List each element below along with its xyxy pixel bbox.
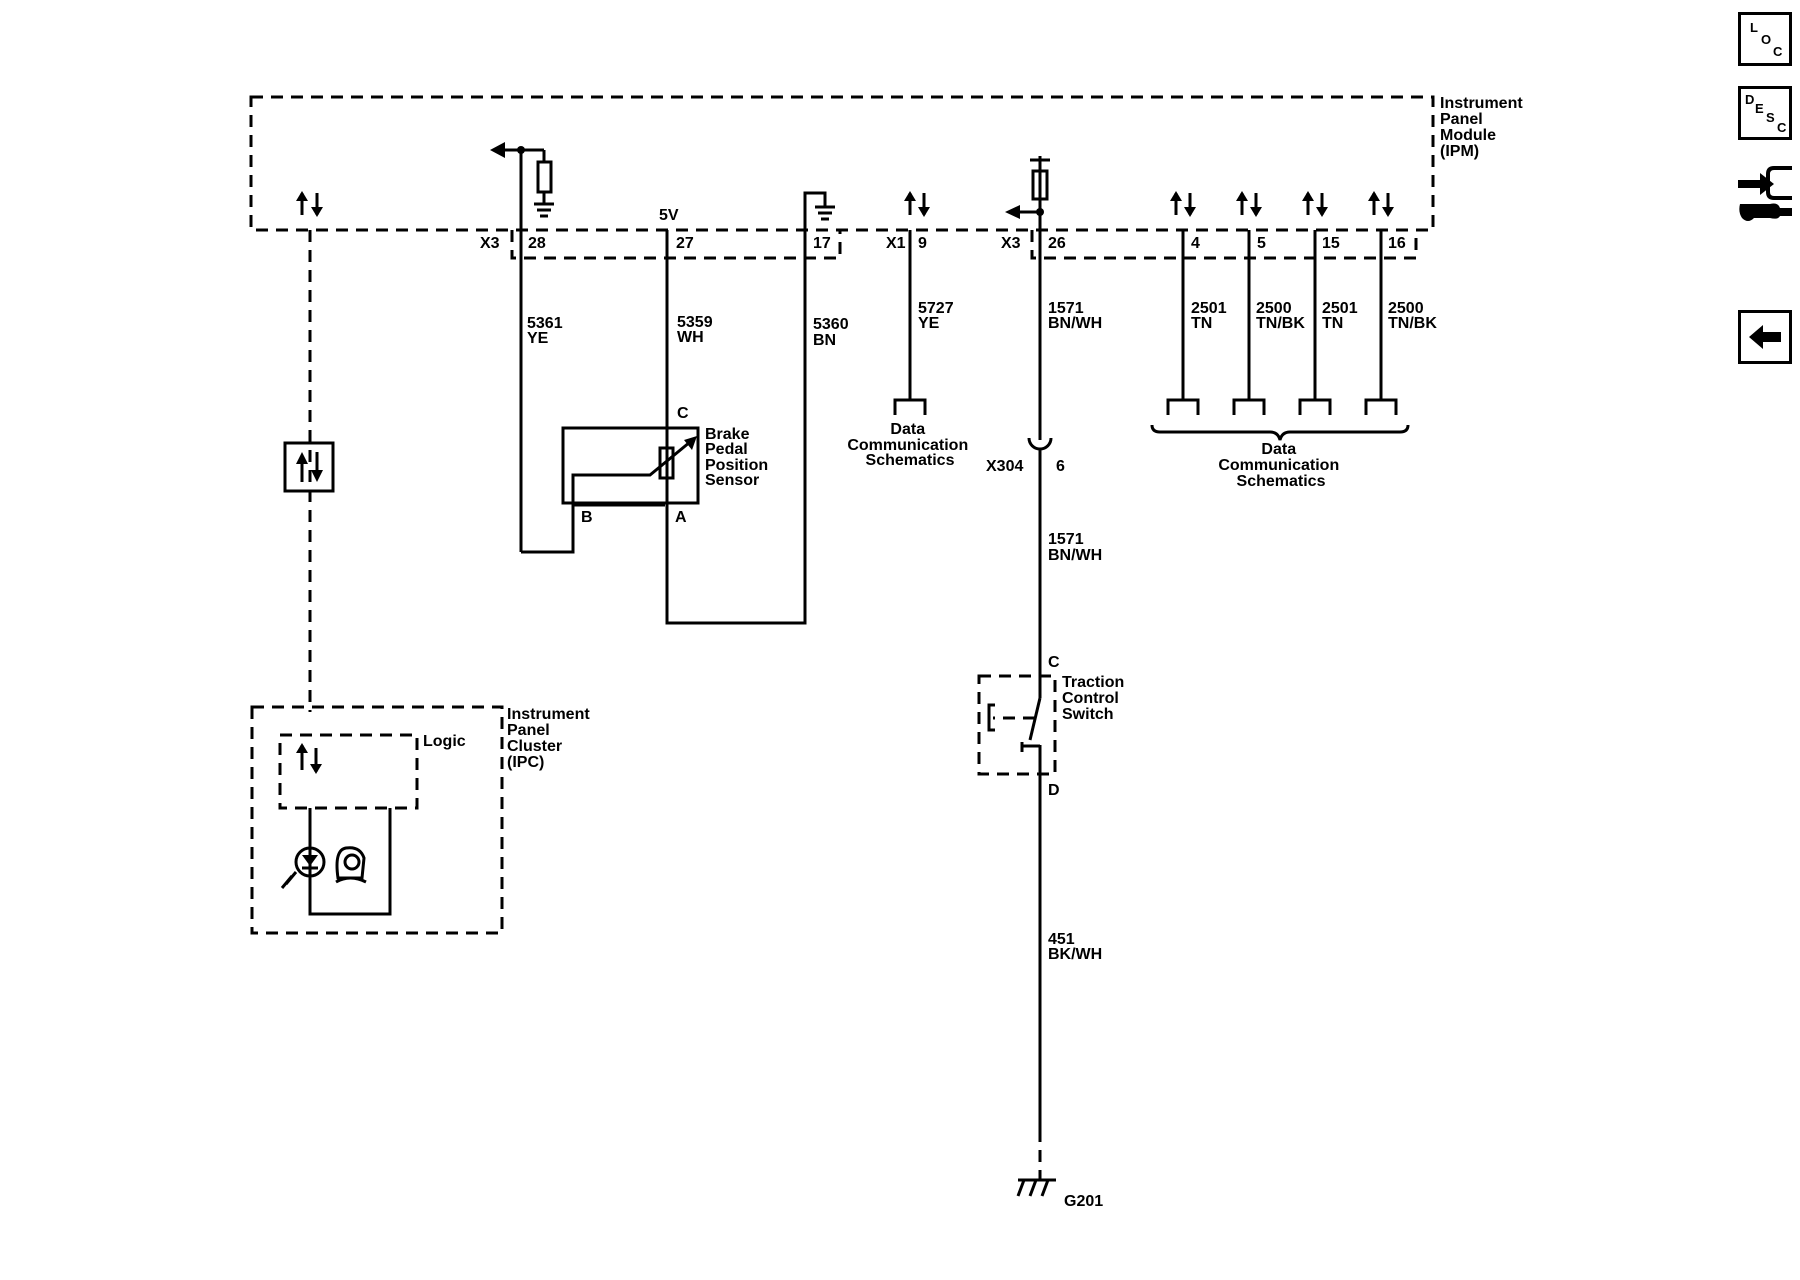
data-comm-2-label: Data Communication Schematics: [1218, 441, 1343, 490]
pin-28-label: 28: [528, 235, 546, 252]
connector-x3b-dashed: [1030, 230, 1418, 260]
pin-26-label: 26: [1048, 235, 1066, 252]
sensor-label: Brake Pedal Position Sensor: [705, 426, 773, 489]
ipm-label: Instrument Panel Module (IPM): [1440, 95, 1527, 160]
traction-pin-c: C: [1048, 654, 1060, 671]
traction-indicator-lamp-icon: [280, 846, 367, 889]
pin-15-label: 15: [1322, 235, 1340, 252]
desc-button[interactable]: D E S C: [1738, 86, 1792, 140]
connector-x3-label: X3: [480, 235, 500, 252]
connector-x3-dashed: [510, 230, 842, 260]
ground-g201-label: G201: [1064, 1193, 1103, 1210]
pin26-resistor: [1031, 169, 1049, 201]
connector-x1-label: X1: [886, 235, 906, 252]
data-bus-pins: [1150, 191, 1410, 441]
sensor-pin-b: B: [581, 509, 593, 526]
loc-letter-c: C: [1773, 44, 1783, 59]
inline-data-symbol-icon: [283, 441, 335, 493]
pin5-circuit: [1232, 191, 1266, 415]
supply-5v-label: 5V: [659, 207, 679, 224]
pin-5-label: 5: [1257, 235, 1266, 252]
loc-letter-l: L: [1750, 20, 1758, 35]
desc-letter-d: D: [1745, 92, 1755, 107]
connector-tools-icon[interactable]: [1734, 158, 1796, 224]
connector-x3b-label: X3: [1001, 235, 1021, 252]
pin-6-label: 6: [1056, 458, 1065, 475]
traction-pin-d: D: [1048, 782, 1060, 799]
pullup-resistor: [536, 160, 553, 194]
ipc-logic-arrows-icon: [296, 743, 322, 774]
traction-switch-label: Traction Control Switch: [1062, 674, 1129, 723]
connector-x304-label: X304: [986, 458, 1023, 475]
pin-9-label: 9: [918, 235, 927, 252]
data-comm-1-label: Data Communication Schematics: [847, 421, 972, 469]
pin17-ground-icon: [815, 205, 835, 221]
loc-letter-o: O: [1761, 32, 1772, 47]
ipm-data-arrows-icon: [296, 191, 323, 217]
ipc-box: [250, 705, 504, 935]
pin26-circuit: [1005, 156, 1053, 1180]
ipc-logic-label: Logic: [423, 733, 466, 750]
pin-16-label: 16: [1388, 235, 1406, 252]
pin-4-label: 4: [1191, 235, 1200, 252]
pin-17-label: 17: [813, 235, 831, 252]
pin-27-label: 27: [676, 235, 694, 252]
ipm-module-box: [249, 95, 1435, 232]
desc-letter-c: C: [1777, 120, 1787, 135]
sensor-pin-c: C: [677, 405, 689, 422]
pin15-circuit: [1298, 191, 1332, 415]
pin16-circuit: [1364, 191, 1398, 415]
pin4-circuit: [1166, 191, 1200, 415]
desc-letter-e: E: [1755, 101, 1764, 116]
ipc-label: Instrument Panel Cluster (IPC): [507, 706, 594, 771]
back-button[interactable]: [1738, 310, 1792, 364]
pin28-circuit: [490, 142, 665, 554]
brake-pedal-position-sensor: [561, 426, 700, 505]
pin9-circuit: [893, 191, 930, 415]
back-arrow-icon: [1749, 325, 1781, 349]
ipc-logic-box: [278, 733, 419, 810]
sensor-pin-a: A: [675, 509, 687, 526]
ipc-indicator-circuit: [308, 808, 392, 916]
desc-letter-s: S: [1766, 110, 1775, 125]
traction-control-switch: [977, 674, 1057, 776]
data-bus-brace: [1150, 424, 1410, 441]
loc-button[interactable]: L O C: [1738, 12, 1792, 66]
ground-g201-icon: [1016, 1178, 1056, 1197]
